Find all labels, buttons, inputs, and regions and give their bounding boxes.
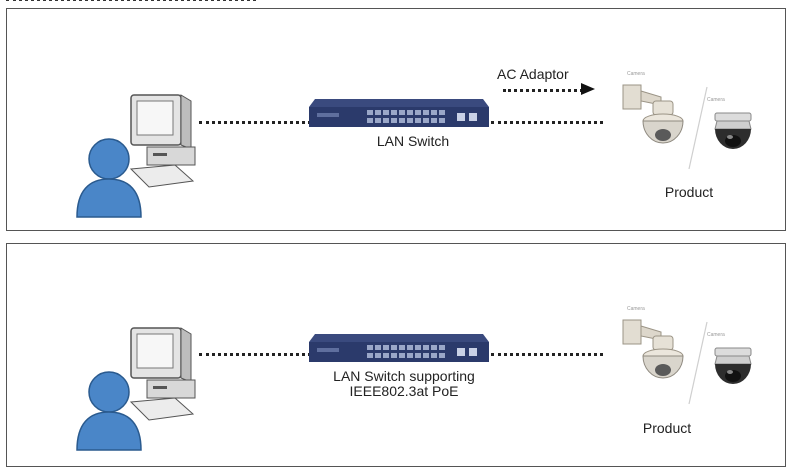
camera-brand-mark: Camera — [627, 71, 645, 77]
product-label: Product — [664, 184, 714, 200]
link-switch-to-product — [491, 121, 603, 124]
camera-brand-mark: Camera — [707, 332, 725, 338]
user-computer-icon — [76, 327, 196, 451]
switch-label-line-1: LAN Switch supporting — [333, 368, 475, 384]
ptz-camera-icon — [622, 319, 708, 405]
link-switch-to-product — [491, 353, 603, 356]
ac-adaptor-line — [503, 89, 583, 92]
camera-brand-mark: Camera — [627, 306, 645, 312]
network-switch-icon — [309, 334, 489, 362]
product-label: Product — [642, 420, 692, 436]
top-edge-dotted-line — [6, 0, 266, 2]
product-cameras: Camera Camera — [619, 302, 761, 406]
diagram-panel-ac-adaptor: LAN Switch AC Adaptor Camera Camera — [6, 8, 786, 231]
arrow-right-icon — [581, 83, 595, 95]
link-pc-to-switch — [199, 353, 311, 356]
camera-brand-mark: Camera — [707, 97, 725, 103]
switch-label: LAN Switch — [376, 133, 450, 149]
switch-label-line-2: IEEE802.3at PoE — [349, 383, 459, 399]
diagram-panel-poe: LAN Switch supporting IEEE802.3at PoE Ca… — [6, 243, 786, 467]
link-pc-to-switch — [199, 121, 311, 124]
ptz-camera-icon — [622, 84, 708, 170]
ac-adaptor-label: AC Adaptor — [497, 66, 569, 82]
user-computer-icon — [76, 94, 196, 218]
dome-camera-icon — [714, 112, 752, 149]
dome-camera-icon — [714, 347, 752, 384]
product-cameras: Camera Camera — [619, 67, 761, 171]
network-switch-icon — [309, 99, 489, 127]
